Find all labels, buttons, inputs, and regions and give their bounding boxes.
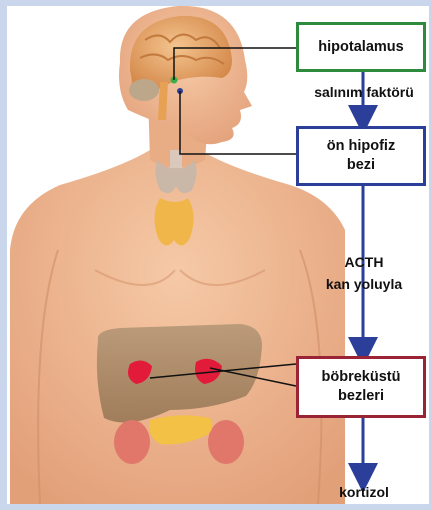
adrenal-label-line1: böbreküstü — [322, 368, 401, 387]
adrenal-box: böbreküstü bezleri — [296, 356, 426, 418]
hypothalamus-label: hipotalamus — [318, 38, 403, 57]
acth-label: ACTH — [302, 254, 426, 270]
hypothalamus-box: hipotalamus — [296, 22, 426, 72]
pituitary-box: ön hipofiz bezi — [296, 126, 426, 186]
release-factor-label: salınım faktörü — [302, 84, 426, 100]
cortisol-label: kortizol — [302, 484, 426, 500]
pituitary-label-line2: bezi — [347, 156, 375, 175]
left-kidney — [114, 420, 150, 464]
bloodstream-label: kan yoluyla — [302, 276, 426, 292]
pituitary-label-line1: ön hipofiz — [327, 137, 395, 156]
adrenal-label-line2: bezleri — [338, 387, 384, 406]
right-kidney — [208, 420, 244, 464]
